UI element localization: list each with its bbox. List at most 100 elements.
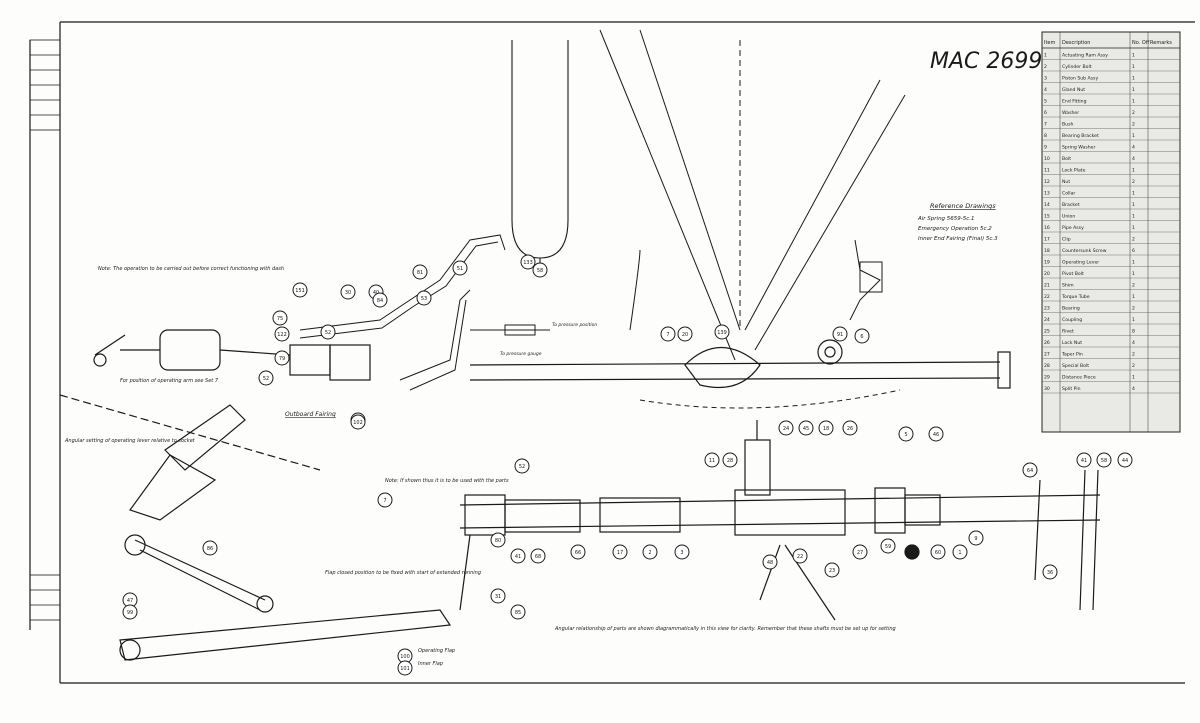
item-balloon xyxy=(854,328,870,344)
lever-linkage xyxy=(59,394,452,661)
item-balloon-label: 24 xyxy=(783,426,789,432)
item-balloon xyxy=(642,544,658,560)
parts-list-cell: 10 xyxy=(1044,156,1050,162)
parts-list-cell: 24 xyxy=(1044,317,1050,323)
parts-list-cell: Distance Piece xyxy=(1062,375,1096,381)
parts-list-cell: 30 xyxy=(1044,386,1050,392)
parts-list-cell: 1 xyxy=(1132,99,1135,105)
item-balloon xyxy=(930,544,946,560)
item-balloon xyxy=(320,324,336,340)
item-balloon-label: 3 xyxy=(680,550,683,556)
parts-list-cell: 1 xyxy=(1132,260,1135,266)
item-balloon xyxy=(660,326,676,342)
air-pipes xyxy=(299,234,883,391)
item-balloon xyxy=(490,532,506,548)
item-balloon-label: 45 xyxy=(803,426,809,432)
item-balloon-label: 47 xyxy=(127,598,133,604)
item-balloon-label: 7 xyxy=(666,332,669,338)
item-balloon xyxy=(274,350,290,366)
parts-list-cell: 1 xyxy=(1132,53,1135,59)
parts-list-cell: 3 xyxy=(1044,76,1047,82)
parts-list-cell: Split Pin xyxy=(1062,386,1081,392)
item-balloon-label: 36 xyxy=(1047,570,1053,576)
reference-drawings: Reference Drawings Air Spring 5659-5c.1 … xyxy=(917,202,998,242)
item-balloon xyxy=(1022,462,1038,478)
parts-list-cell: 12 xyxy=(1044,179,1050,185)
item-balloon xyxy=(880,538,896,554)
item-balloon-label: 46 xyxy=(933,432,939,438)
parts-list-cell: 5 xyxy=(1044,99,1047,105)
parts-list-header-cell: Remarks xyxy=(1150,40,1172,46)
parts-list-cell: Special Bolt xyxy=(1062,363,1089,369)
item-balloon-label: 64 xyxy=(1027,468,1033,474)
strut-frame xyxy=(599,29,906,409)
operating-flap-label: Operating Flap xyxy=(418,648,455,654)
reference-drawings-title: Reference Drawings xyxy=(930,202,996,210)
note-2: Angular setting of operating lever relat… xyxy=(64,438,196,444)
parts-list-cell: 13 xyxy=(1044,191,1050,197)
parts-list-cell: Collar xyxy=(1062,191,1075,197)
reference-line-2: Emergency Operation 5c.2 xyxy=(918,226,992,232)
parts-list-cell: Operating Lever xyxy=(1062,260,1099,266)
item-balloon xyxy=(824,562,840,578)
item-balloon-label: 9 xyxy=(974,536,977,542)
pressure-position-label: To pressure position xyxy=(552,322,597,328)
parts-list-cell: 1 xyxy=(1132,271,1135,277)
item-balloon xyxy=(416,290,432,306)
parts-list-cell: 25 xyxy=(1044,329,1050,335)
item-balloon-label: 1 xyxy=(958,550,961,556)
item-balloon xyxy=(340,284,356,300)
item-balloon xyxy=(510,604,526,620)
item-balloon xyxy=(292,282,308,298)
parts-list-cell: 1 xyxy=(1132,214,1135,220)
parts-list-header-cell: No. Off xyxy=(1132,40,1150,46)
item-balloon-label: 52 xyxy=(263,376,269,382)
pressure-gauge-label: To pressure gauge xyxy=(500,351,542,357)
parts-list-cell: Pipe Assy xyxy=(1062,225,1084,231)
item-balloon-label: 58 xyxy=(537,268,543,274)
item-balloon xyxy=(272,310,288,326)
item-balloon xyxy=(928,426,944,442)
item-balloon-label: 100 xyxy=(400,654,410,660)
parts-list-header-cell: Item xyxy=(1044,40,1056,46)
item-balloon-label: 31 xyxy=(495,594,501,600)
item-balloon-label: 139 xyxy=(717,330,727,336)
item-balloon xyxy=(798,420,814,436)
parts-list-cell: Spring Washer xyxy=(1062,145,1095,151)
item-balloon xyxy=(412,264,428,280)
parts-list-cell: Coupling xyxy=(1062,317,1082,323)
item-balloon-label: 75 xyxy=(277,316,283,322)
parts-list-cell: Cylinder Bolt xyxy=(1062,64,1092,70)
main-torque-shaft xyxy=(469,339,1011,389)
item-balloon xyxy=(258,370,274,386)
parts-list-cell: 8 xyxy=(1132,329,1135,335)
parts-list-cell: 4 xyxy=(1132,386,1135,392)
parts-list-cell: 2 xyxy=(1132,306,1135,312)
item-balloon-label: 41 xyxy=(1081,458,1087,464)
parts-list-cell: Bracket xyxy=(1062,202,1080,208)
parts-list-cell: Actuating Ram Assy xyxy=(1062,53,1108,59)
item-balloon xyxy=(372,292,388,308)
parts-list-header-cell: Description xyxy=(1062,40,1090,46)
item-balloon-label: 58 xyxy=(1101,458,1107,464)
item-balloon-label: 151 xyxy=(295,288,305,294)
item-balloon-label: 52 xyxy=(325,330,331,336)
parts-list-cell: 15 xyxy=(1044,214,1050,220)
parts-list-cell: 1 xyxy=(1044,53,1047,59)
item-balloon xyxy=(377,492,393,508)
item-balloons: 7512215130405279898152538451581337201399… xyxy=(122,254,1133,676)
item-balloon xyxy=(722,452,738,468)
parts-list-cell: 2 xyxy=(1044,64,1047,70)
parts-list-cell: Rivet xyxy=(1062,329,1074,335)
item-balloon-label: 18 xyxy=(823,426,829,432)
parts-list-cell: End Fitting xyxy=(1062,99,1087,105)
note-3: For position of operating arm see Set 7 xyxy=(120,378,219,384)
item-balloon xyxy=(842,420,858,436)
item-balloon-label: 52 xyxy=(519,464,525,470)
item-balloon xyxy=(677,326,693,342)
parts-list-cell: 29 xyxy=(1044,375,1050,381)
parts-list-cell: 4 xyxy=(1044,87,1047,93)
